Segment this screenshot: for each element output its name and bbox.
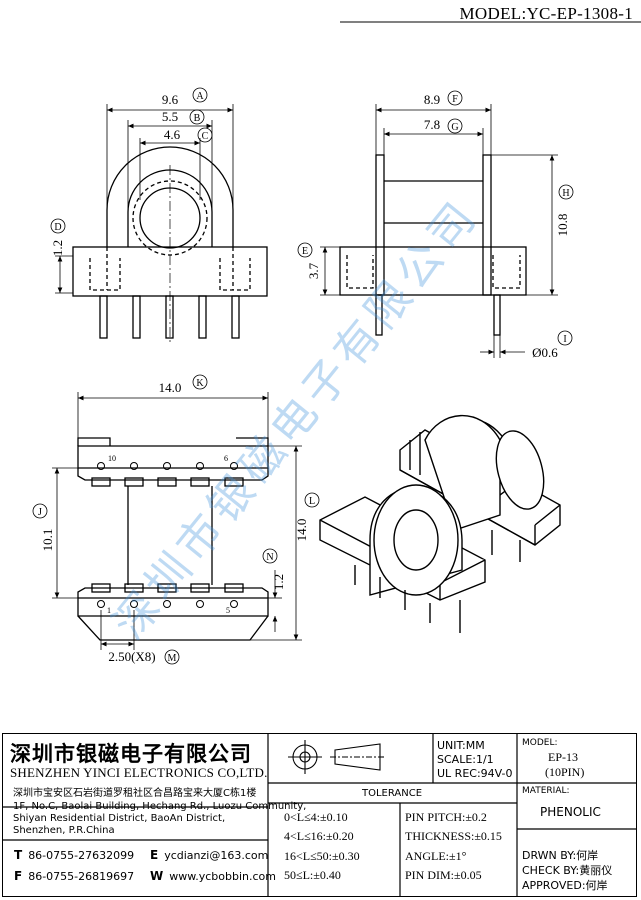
- title-block-grid: [2, 733, 637, 897]
- company-name-en: SHENZHEN YINCI ELECTRONICS CO,LTD.: [10, 765, 268, 780]
- tag-e: E: [302, 246, 308, 257]
- front-dimensions: [50, 87, 234, 294]
- address-en-3: Shenzhen, P.R.China: [13, 825, 115, 836]
- tolerance-label: TOLERANCE: [362, 788, 423, 799]
- tolerance-1: 0<L≤4:±0.10: [284, 810, 348, 824]
- dim-front-mid: 5.5: [162, 109, 178, 124]
- pin-label-1: 1: [107, 606, 111, 615]
- tag-g: G: [451, 122, 458, 133]
- tolerance-3: 16<L≤50:±0.30: [284, 849, 360, 863]
- dim-side-width: 8.9: [424, 92, 440, 107]
- model-pins: (10PIN): [545, 765, 585, 779]
- side-view: [339, 154, 527, 336]
- pin-label-6: 6: [224, 454, 228, 463]
- tag-l: L: [309, 496, 315, 507]
- dim-top-offset: 1.2: [271, 574, 286, 590]
- title-block-frame: [2, 733, 637, 897]
- dim-side-height: 10.8: [555, 214, 570, 237]
- pin-pitch-tol: PIN PITCH:±0.2: [405, 810, 487, 824]
- dim-top-length: 14.0: [294, 519, 309, 542]
- material-value: PHENOLIC: [540, 805, 601, 819]
- top-view: [77, 437, 269, 641]
- tag-b: B: [194, 113, 201, 124]
- pin-dim-tol: PIN DIM:±0.05: [405, 868, 482, 882]
- tolerance-2: 4<L≤16:±0.20: [284, 829, 354, 843]
- approved-by: APPROVED:何岸: [522, 879, 608, 892]
- tag-h: H: [562, 188, 569, 199]
- side-dimensions: [297, 90, 574, 358]
- material-label: MATERIAL:: [522, 786, 570, 796]
- side-dim-text: 8.9 F 7.8 G H 10.8 E 3.7 I Ø0.6: [302, 92, 570, 360]
- drawn-by: DRWN BY:何岸: [522, 849, 599, 862]
- checked-by: CHECK BY:黄丽仪: [522, 864, 613, 877]
- angle-tol: ANGLE:±1°: [405, 849, 467, 863]
- model-title: MODEL:YC-EP-1308-1: [459, 4, 633, 23]
- dim-side-inner: 7.8: [424, 117, 440, 132]
- front-dim-text: 9.6 A 5.5 B 4.6 C D 1.2: [50, 91, 209, 256]
- dim-top-width: 14.0: [159, 380, 182, 395]
- tag-i: I: [563, 334, 566, 345]
- dim-pin-dia: Ø0.6: [532, 345, 558, 360]
- tag-d: D: [54, 222, 61, 233]
- thickness-tol: THICKNESS:±0.15: [405, 829, 502, 843]
- dim-front-hole: 4.6: [164, 127, 181, 142]
- projection-symbol: [288, 740, 385, 774]
- tag-a: A: [196, 91, 204, 102]
- dim-front-height: 1.2: [50, 240, 65, 256]
- tag-c: C: [202, 131, 209, 142]
- dim-pitch: 2.50(X8): [108, 649, 155, 664]
- address-en-2: Shiyan Residential District, BaoAn Distr…: [13, 813, 226, 824]
- company-name-cn: 深圳市银磁电子有限公司: [10, 742, 252, 766]
- tag-f: F: [452, 94, 458, 105]
- pin-label-10: 10: [108, 454, 116, 463]
- tolerance-4: 50≤L:±0.40: [284, 868, 341, 882]
- model-value: EP-13: [548, 750, 578, 764]
- tag-n: N: [266, 552, 273, 563]
- unit: UNIT:MM: [437, 739, 485, 752]
- pin-label-5: 5: [226, 606, 230, 615]
- tag-j: J: [38, 507, 42, 518]
- front-view: [72, 146, 268, 345]
- ul-rec: UL REC:94V-0: [437, 767, 513, 780]
- address-cn: 深圳市宝安区石岩街道罗租社区合昌路宝来大厦C栋1楼: [13, 788, 257, 799]
- address-en-1: 1F, No.C, Baolai Building, Hechang Rd., …: [13, 801, 307, 812]
- tag-m: M: [168, 653, 177, 664]
- isometric-view: [319, 414, 561, 633]
- dim-front-width: 9.6: [162, 92, 179, 107]
- top-dim-text: 14.0 K J 10.1 L 14.0 N 1.2 2.50(X8) M 10…: [38, 378, 315, 664]
- scale: SCALE:1/1: [437, 753, 494, 766]
- tag-k: K: [196, 378, 204, 389]
- top-dimensions: [32, 374, 320, 665]
- dim-top-depth: 10.1: [40, 529, 55, 552]
- model-label: MODEL:: [522, 738, 558, 748]
- dim-side-base: 3.7: [306, 262, 321, 279]
